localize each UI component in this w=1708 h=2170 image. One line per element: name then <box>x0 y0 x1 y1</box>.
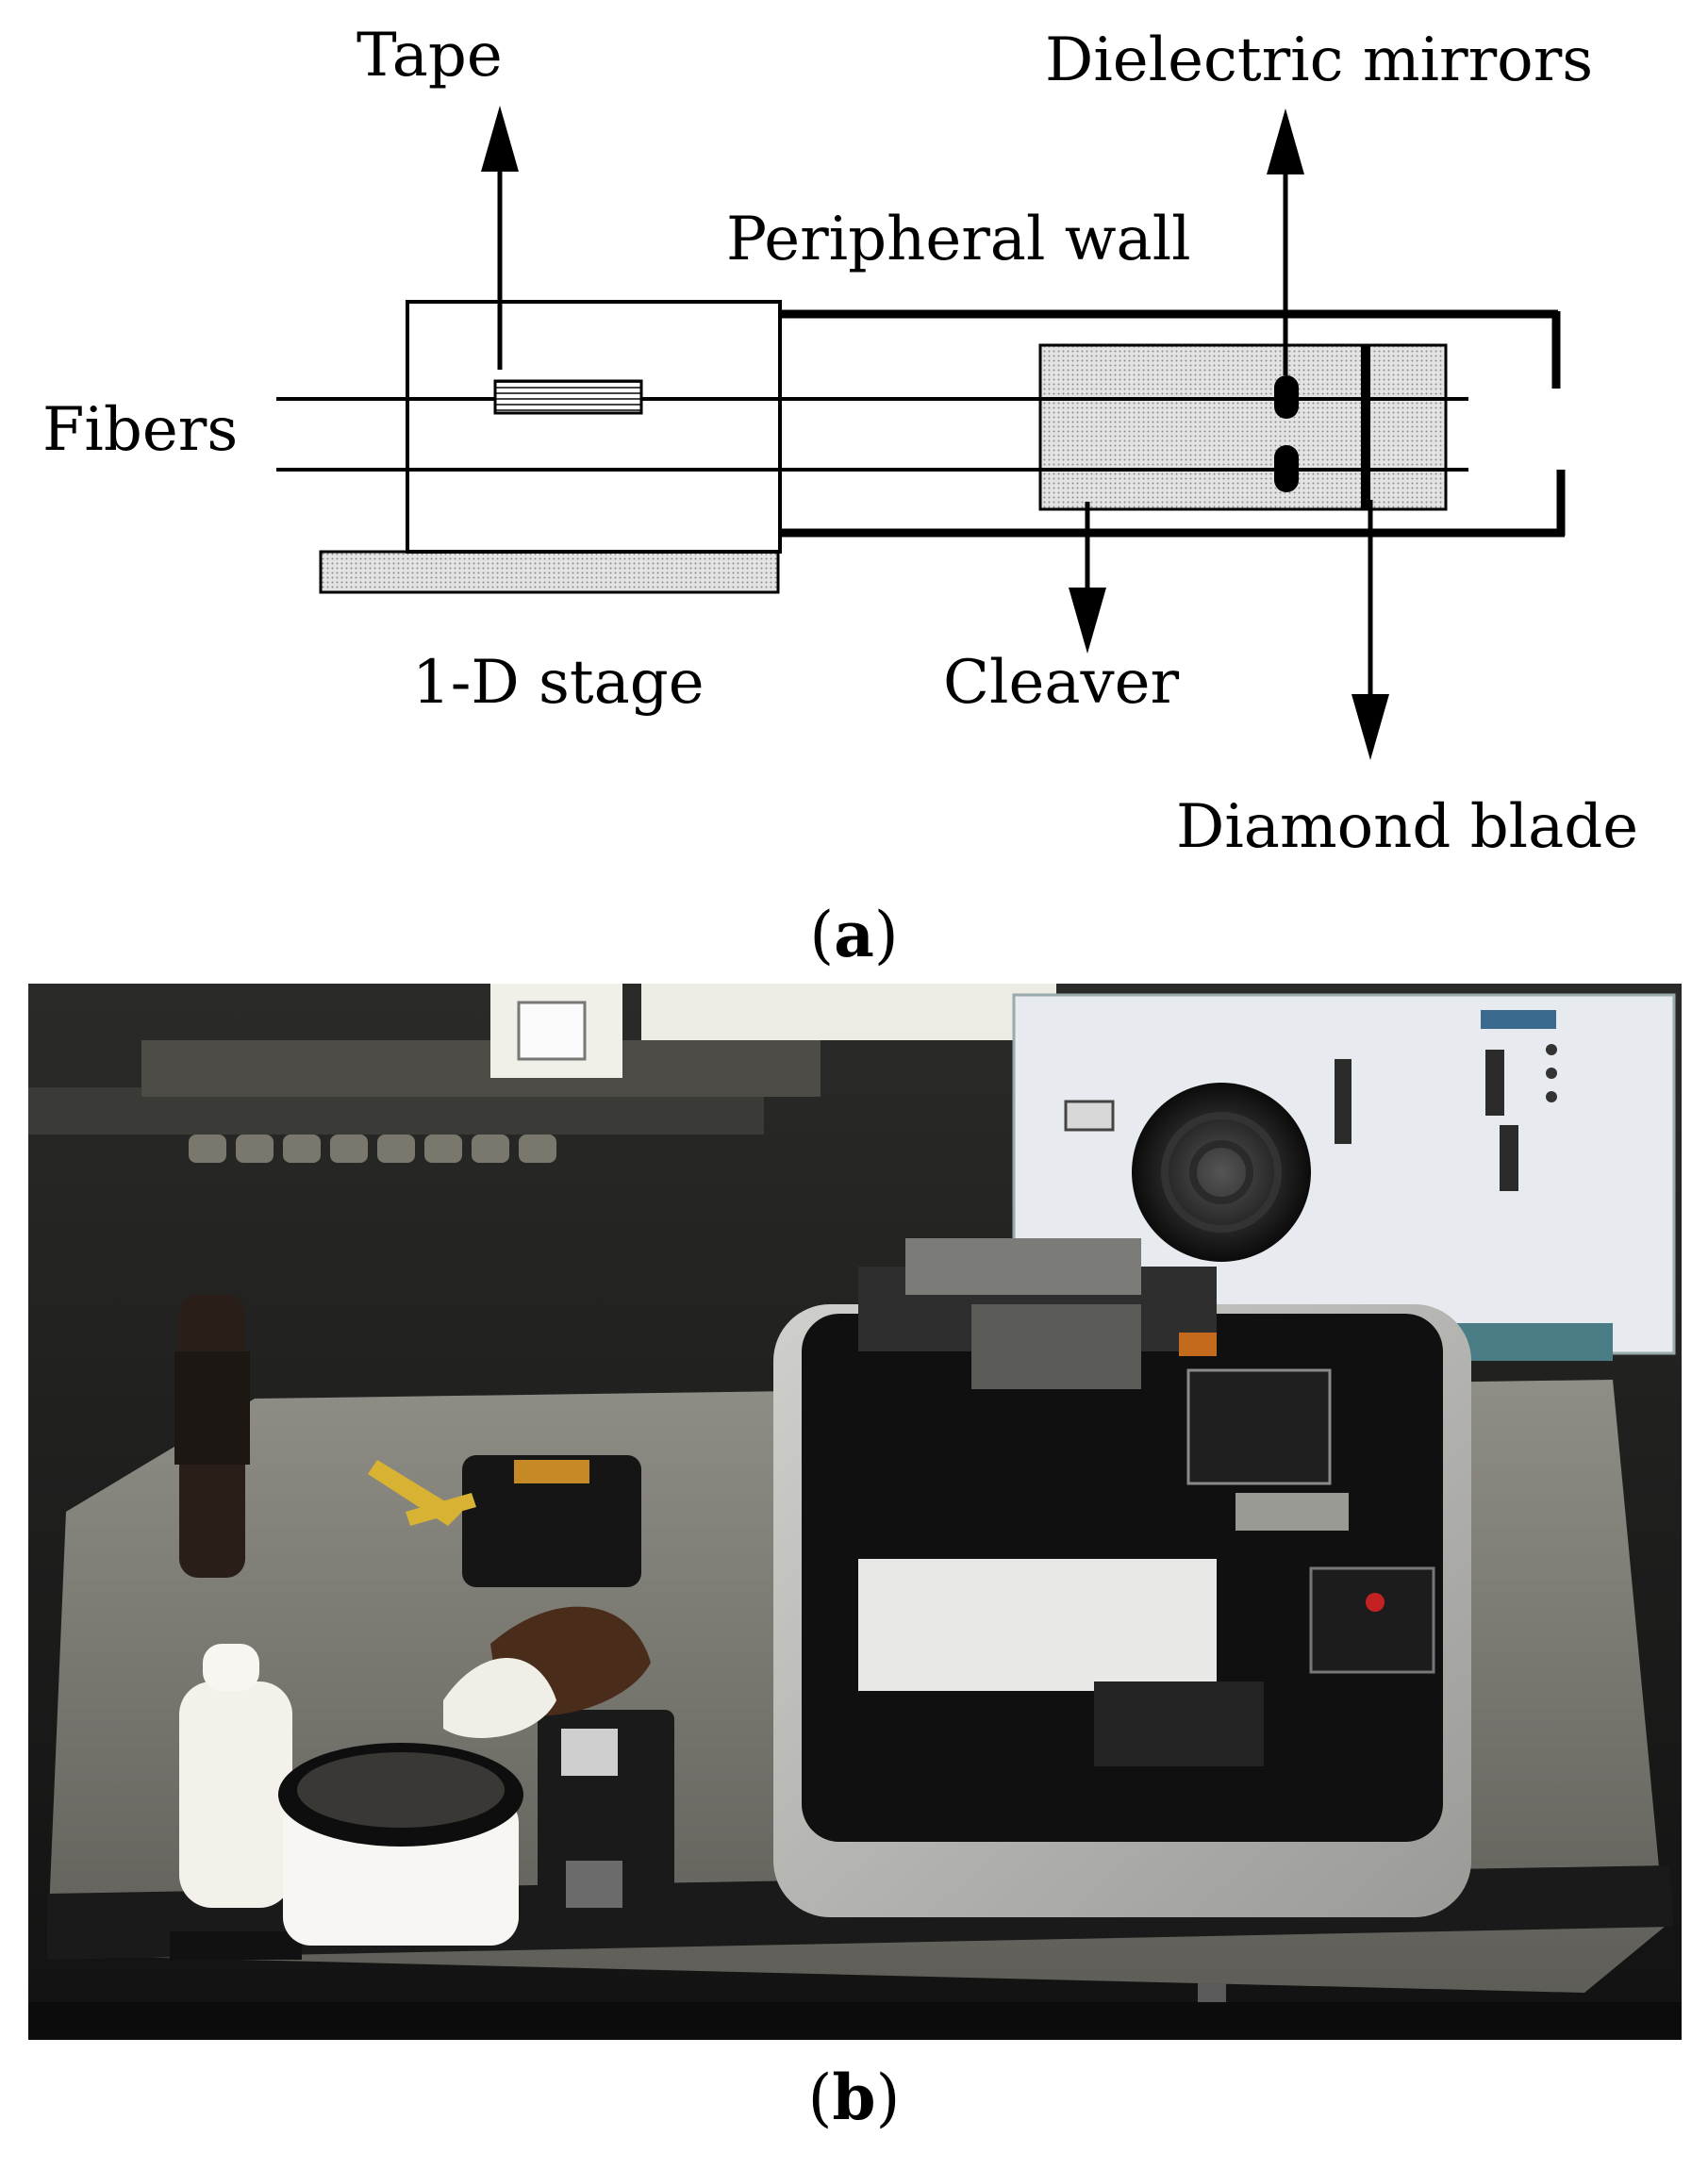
fibers <box>276 397 1468 472</box>
label-peripheral-wall: Peripheral wall <box>726 205 1191 274</box>
cleaver-setup-photo <box>28 984 1682 2040</box>
caption-b: (b) <box>807 2061 901 2134</box>
blade-arrow <box>1351 500 1389 760</box>
label-dielectric-mirrors: Dielectric mirrors <box>1045 25 1593 95</box>
cleaver-arrow <box>1069 502 1106 654</box>
label-cleaver: Cleaver <box>943 648 1180 718</box>
dielectric-mirrors <box>1274 375 1299 492</box>
schematic-diagram: Tape Dielectric mirrors Peripheral wall … <box>42 21 1638 862</box>
mirrors-arrow <box>1267 108 1304 375</box>
tape-arrow <box>481 106 519 370</box>
label-fibers: Fibers <box>42 395 238 465</box>
caption-a: (a) <box>809 898 899 971</box>
caption-b-letter: b <box>832 2061 876 2134</box>
fiber-holder-box <box>406 300 782 554</box>
peripheral-wall <box>780 309 1566 538</box>
stage-block <box>319 550 780 594</box>
label-1d-stage: 1-D stage <box>412 648 705 718</box>
label-diamond-blade: Diamond blade <box>1176 792 1638 862</box>
label-tape: Tape <box>357 21 503 91</box>
tape-strip <box>493 379 643 415</box>
caption-a-letter: a <box>834 898 874 971</box>
cleaver-box <box>1038 343 1448 511</box>
